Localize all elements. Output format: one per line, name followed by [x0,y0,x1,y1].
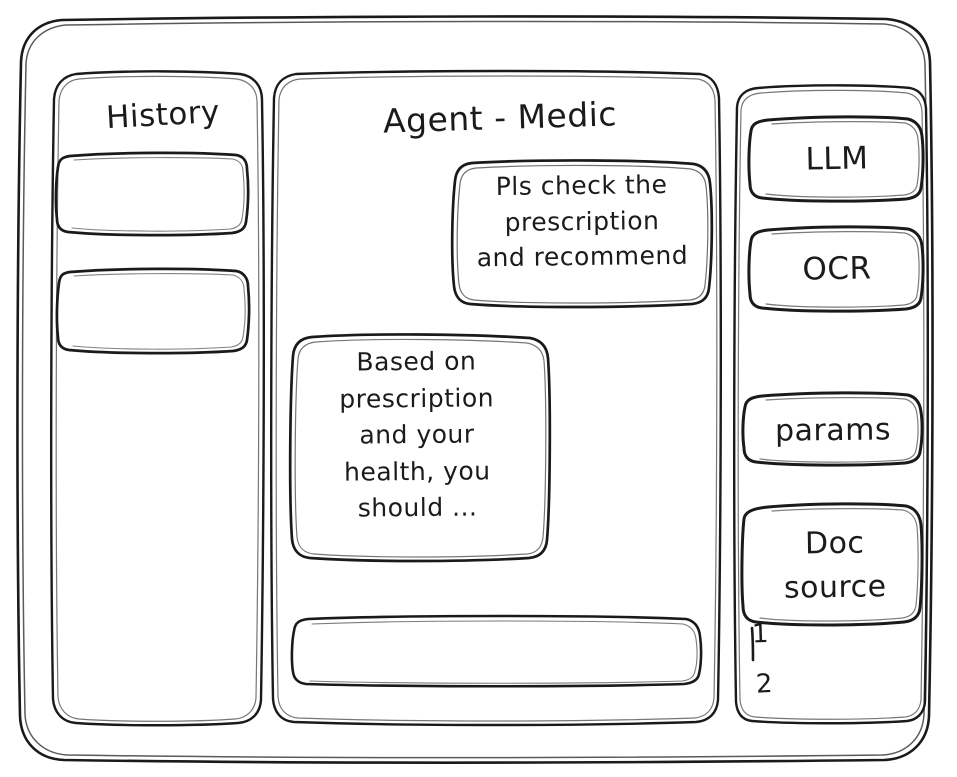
composer-input-outline-shadow [309,620,698,684]
llm-tool-outline-shadow [765,121,920,198]
window-frame-outline-shadow [21,20,929,759]
agent-message-bubble-outline [288,333,552,563]
doc-source-label: Doc source [783,525,887,606]
history-item-2-outline [55,267,251,355]
llm-tool-outline [747,115,925,203]
tool-label-llm: LLM [805,140,869,178]
doc-source-leader-1 [750,626,755,662]
user-message-bubble-outline [450,159,714,309]
params-tool-outline-shadow [759,397,919,463]
doc-source-item-1[interactable]: 1 [751,618,770,650]
history-item-1-outline-shadow [71,157,245,232]
history-item-1[interactable] [57,153,248,235]
doc-source-outline [740,502,924,627]
params-label: params [774,412,892,449]
user-message-bubble-outline-shadow [456,164,709,304]
history-panel-outline [49,70,266,727]
main-panel-outline-shadow [275,75,718,722]
params-tool-outline [741,391,924,467]
tool-label-ocr: OCR [802,250,872,288]
window-frame-outline [16,15,934,764]
composer-input-outline [290,614,703,688]
agent-message-text: Based on prescription and your health, y… [339,346,495,523]
main-panel-outline [269,69,723,727]
history-item-2[interactable] [58,270,250,354]
composer-input[interactable] [293,618,702,686]
ocr-tool-outline [747,225,925,313]
doc-source-item-2[interactable]: 2 [755,668,774,700]
agent-message-bubble-outline-shadow [294,338,547,558]
tools-panel-outline-shadow [737,89,925,720]
ocr-tool-outline-shadow [765,231,920,308]
tools-panel-outline [732,84,930,725]
history-item-1-outline [54,151,250,237]
history-item-2-outline-shadow [72,273,246,350]
doc-source-outline-shadow [759,508,919,622]
user-message-text: Pls check the prescription and recommend [476,169,689,273]
